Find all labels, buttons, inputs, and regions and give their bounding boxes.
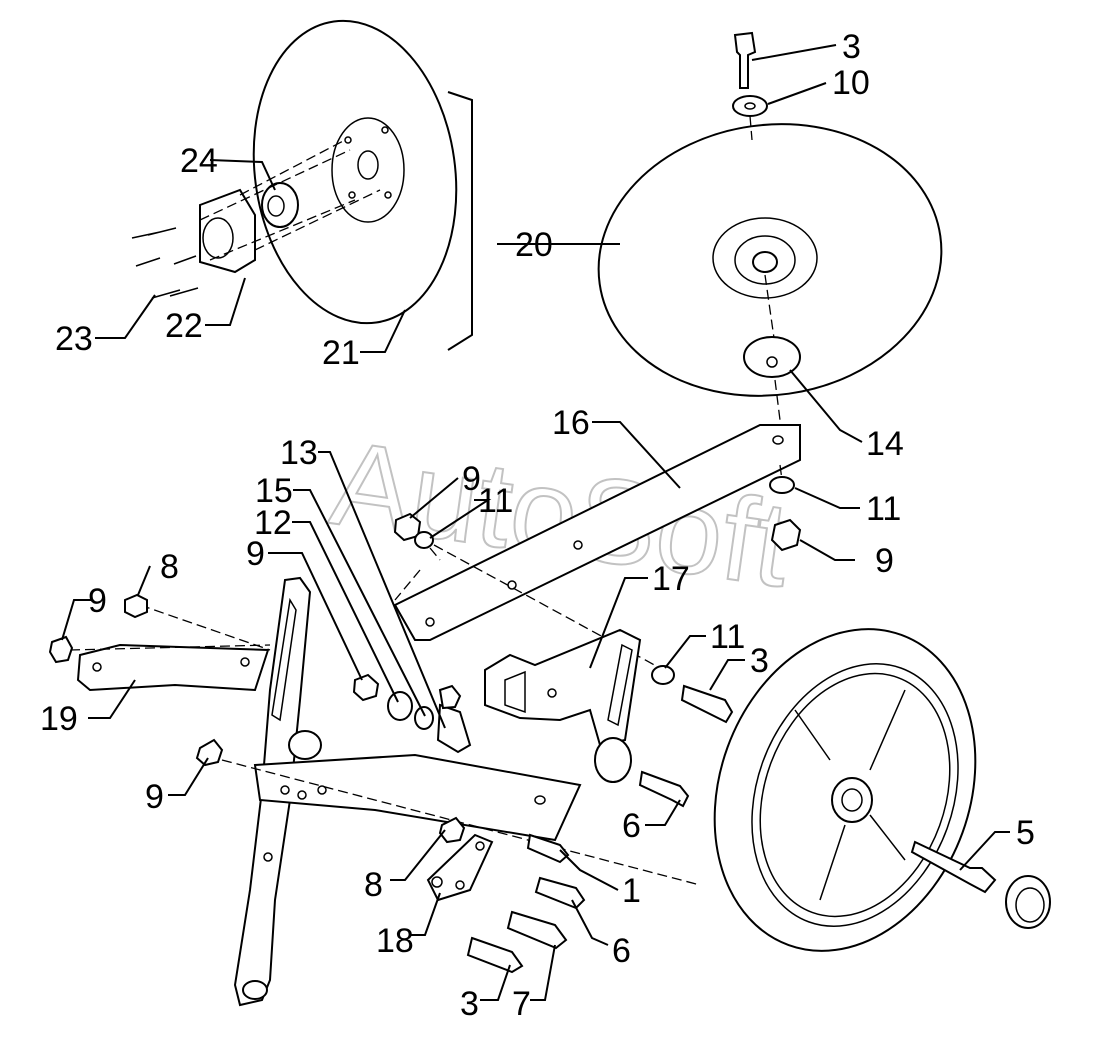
lower-beam [253,753,582,842]
callout-18: 18 [376,922,414,960]
callout-21: 21 [322,334,360,372]
callout-6-upper: 6 [622,807,641,845]
callout-9-left: 9 [88,582,107,620]
callout-9-upper: 9 [462,460,481,498]
clamp-plate [426,816,494,902]
callout-9-right: 9 [875,542,894,580]
callout-5: 5 [1016,814,1035,852]
axle-bolt [910,840,1051,929]
callout-3-lower: 3 [460,985,479,1023]
callout-16: 16 [552,404,590,442]
gauge-wheel [713,628,977,952]
callout-6-lower: 6 [612,932,631,970]
callout-8-lower: 8 [364,866,383,904]
callout-11-upper: 11 [478,482,513,520]
callout-3-top: 3 [842,28,861,66]
callout-17: 17 [652,560,690,598]
callout-19: 19 [40,700,78,738]
callout-12: 12 [254,504,292,542]
callout-7: 7 [512,985,531,1023]
top-bolt [732,31,768,141]
left-hub [131,139,381,299]
left-disc [252,19,458,325]
callout-11-right: 11 [866,490,901,528]
callout-labels: 3 10 24 20 23 22 21 14 16 11 9 13 9 11 1… [40,28,1035,1023]
right-disc [597,123,943,397]
callout-13: 13 [280,434,318,472]
callout-14: 14 [866,425,904,463]
clamp-bracket [484,628,642,783]
callout-3-mid: 3 [750,642,769,680]
support-plate [69,604,271,692]
callout-24: 24 [180,142,218,180]
disc-spacer [743,336,801,421]
left-nuts [48,593,701,886]
pivot-parts [352,673,472,754]
bracket-20 [447,91,473,351]
callout-11-mid: 11 [710,618,745,656]
callout-23: 23 [55,320,93,358]
leader-lines [61,44,1010,1001]
arm-fasteners-right [769,476,802,552]
clamp-fasteners [638,665,734,808]
callout-22: 22 [165,307,203,345]
callout-15: 15 [255,472,293,510]
callout-9-lower: 9 [145,778,164,816]
callout-9-mid: 9 [246,535,265,573]
callout-8-left: 8 [160,548,179,586]
callout-10: 10 [832,64,870,102]
disc-arm [393,424,801,641]
callout-20: 20 [515,226,553,264]
callout-1: 1 [622,872,641,910]
